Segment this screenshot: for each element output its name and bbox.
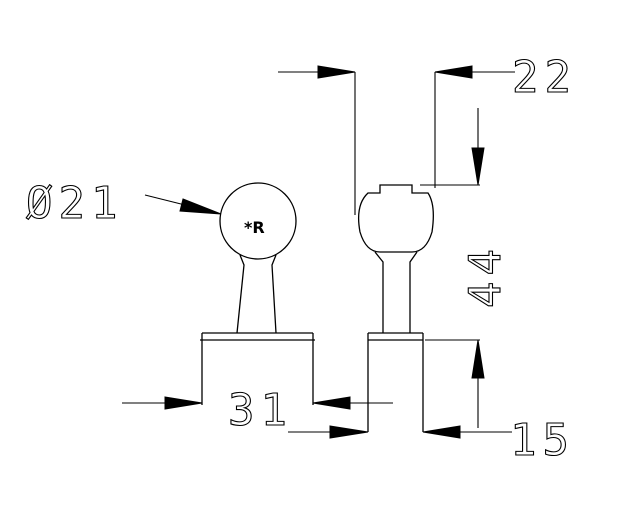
arrow-up-icon bbox=[471, 339, 485, 379]
right-head bbox=[357, 184, 434, 253]
right-base-plate bbox=[367, 332, 424, 432]
arrow-left-icon bbox=[312, 396, 351, 410]
arrow-right-icon bbox=[317, 65, 356, 79]
right-stem bbox=[374, 251, 418, 333]
dim-label-height: 44 bbox=[460, 243, 511, 308]
dim-bottom-right: 15 bbox=[288, 414, 575, 467]
arrow-diagonal-icon bbox=[179, 198, 222, 215]
ball-center-mark: *R bbox=[244, 218, 265, 237]
arrow-left-icon bbox=[422, 425, 461, 439]
arrow-left-icon bbox=[434, 65, 473, 79]
ball-head bbox=[219, 182, 297, 260]
dim-label-bottom-left: 31 bbox=[228, 385, 293, 436]
right-profile bbox=[357, 184, 434, 432]
dim-top-gap: 22 bbox=[278, 51, 577, 215]
arrow-right-icon bbox=[164, 396, 203, 410]
left-base-plate bbox=[200, 332, 315, 405]
dim-diameter: Ø21 *R bbox=[25, 177, 265, 237]
arrow-right-icon bbox=[329, 425, 369, 439]
dim-label-diameter: Ø21 bbox=[26, 178, 123, 229]
dim-label-bottom-right: 15 bbox=[510, 415, 575, 466]
arrow-down-icon bbox=[471, 147, 485, 186]
dim-height: 44 bbox=[420, 108, 512, 428]
left-profile bbox=[200, 182, 315, 405]
left-stem bbox=[236, 254, 277, 334]
dim-label-top-gap: 22 bbox=[512, 52, 577, 103]
dim-bottom-left: 31 bbox=[122, 384, 393, 437]
